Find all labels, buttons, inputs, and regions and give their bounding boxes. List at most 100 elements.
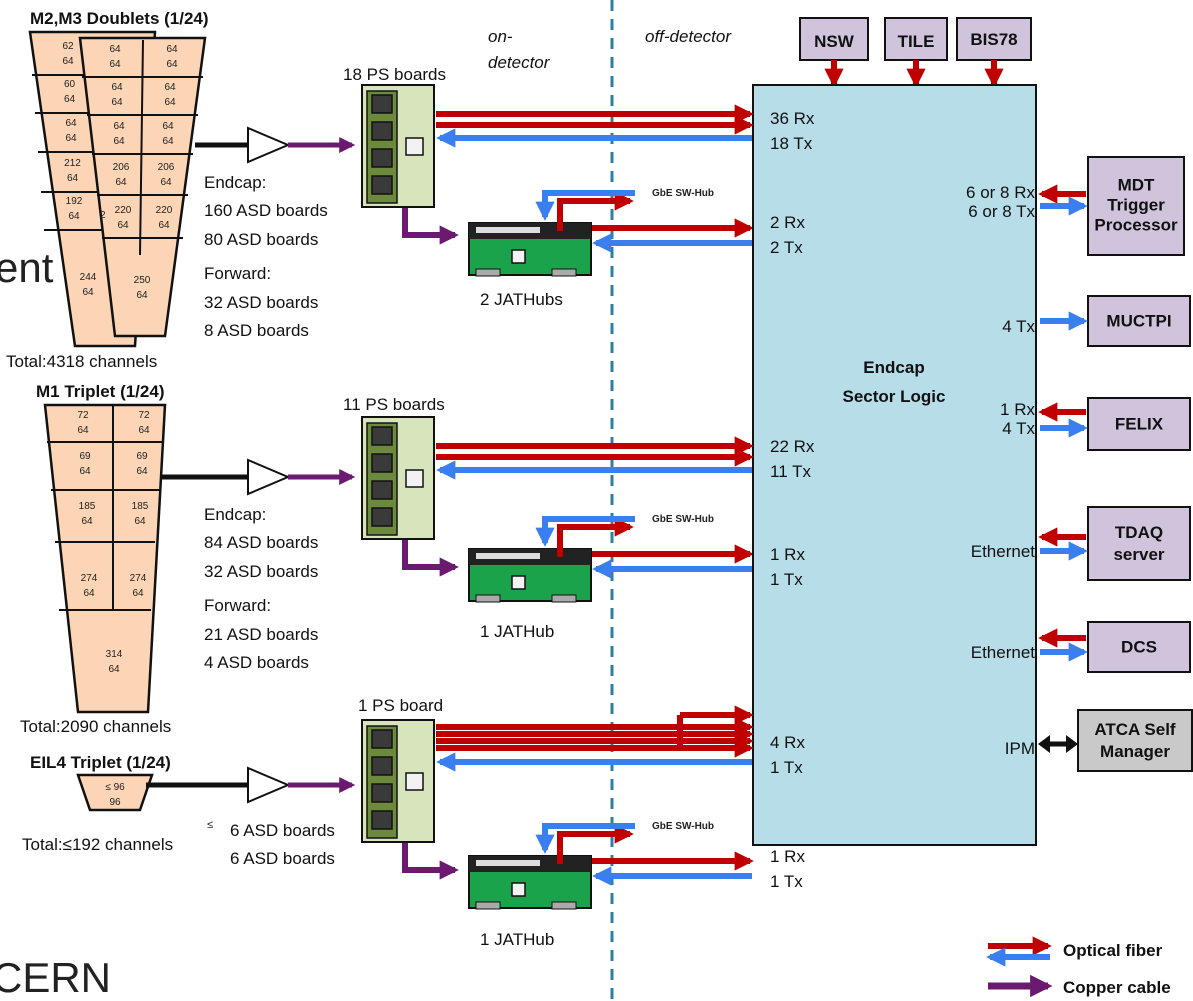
m1-cell-top: 185: [132, 501, 149, 512]
sl-port-right: 6 or 8 Tx: [968, 202, 1035, 221]
asd-line: 4 ASD boards: [204, 653, 309, 672]
external-box: [1077, 709, 1193, 772]
eil4-cell-bottom: 96: [109, 797, 121, 808]
m23-front-cell-bottom: 64: [162, 136, 174, 147]
m1-cell-top: 72: [138, 410, 150, 421]
top-input-box: [884, 17, 948, 61]
jathub-foot: [551, 901, 577, 910]
m1-bottom-cell-bottom: 64: [108, 664, 120, 675]
asd-line: 21 ASD boards: [204, 625, 318, 644]
m23-back-cell-top: 60: [64, 79, 76, 90]
top-input-box: [799, 17, 869, 61]
chamber-m1: 7264726469646964185641856427464274643146…: [43, 403, 167, 714]
sl-port-tx: 1 Tx: [770, 872, 803, 891]
m1-cell-bottom: 64: [132, 588, 144, 599]
asd-line: Forward:: [204, 264, 271, 283]
external-box: [1087, 621, 1191, 673]
external-label: server: [1113, 545, 1164, 564]
ps-board-group: 1 PS board: [358, 696, 459, 880]
external-system: DCS: [1087, 621, 1191, 673]
sl-port-tx: 2 Tx: [770, 238, 803, 257]
asd-list-eil4: ≤ 6 ASD boards 6 ASD boards: [207, 819, 335, 868]
chamber-m23-front: 6464646464646464646464642066420664220642…: [78, 36, 207, 338]
m1-cell-bottom: 64: [134, 516, 146, 527]
ps-board-chip: [371, 507, 393, 527]
asd-le-symbol: ≤: [207, 819, 213, 831]
m23-front-cell-top: 220: [156, 205, 173, 216]
region-label-off: off-detector: [645, 27, 732, 46]
m23-back-cell-top: 192: [66, 196, 83, 207]
ps-board-chip: [371, 94, 393, 114]
amplifier-group-1: [195, 126, 356, 164]
external-label: DCS: [1121, 638, 1157, 657]
external-label: MUCTPI: [1106, 312, 1171, 331]
ipm-arrowhead-right: [1066, 735, 1078, 753]
m23-front-cell-top: 64: [111, 82, 123, 93]
jathub-chip: [511, 575, 526, 590]
sl-port-right: 1 Rx: [1000, 400, 1035, 419]
background-text-cern: CERN: [0, 954, 111, 1001]
m1-cell-bottom: 64: [79, 466, 91, 477]
sl-port-rx: 36 Rx: [770, 109, 815, 128]
gbe-hub-red-arrow: [557, 517, 634, 557]
sl-port-right: 6 or 8 Rx: [966, 183, 1035, 202]
legend: Optical fiber Copper cable: [986, 936, 1171, 998]
asd-line: 160 ASD boards: [204, 201, 328, 220]
sl-port-rx: 1 Rx: [770, 545, 805, 564]
sl-port-tx: 18 Tx: [770, 134, 813, 153]
jathub-label: 1 JATHub: [480, 930, 554, 949]
legend-copper-label: Copper cable: [1063, 978, 1171, 997]
external-box: [1087, 156, 1185, 256]
m1-cell-bottom: 64: [77, 425, 89, 436]
background-text-ent: ent: [0, 244, 54, 291]
jathub-label: 1 JATHub: [480, 622, 554, 641]
m23-front-bottom-cell-top: 250: [134, 275, 151, 286]
external-connections: [1038, 184, 1088, 753]
m23-back-cell-top: 244: [80, 272, 97, 283]
m23-front-cell-bottom: 64: [113, 136, 125, 147]
ipm-arrowhead-left: [1038, 735, 1050, 753]
external-label: MDT: [1118, 176, 1155, 195]
m23-front-cell-top: 206: [158, 162, 175, 173]
jathub-pins: [476, 227, 540, 233]
asd-line: 32 ASD boards: [204, 562, 318, 581]
sl-port-rx: 22 Rx: [770, 437, 815, 456]
sector-logic-box: [752, 84, 1037, 846]
chamber-eil4: ≤ 96 96: [76, 773, 154, 812]
sl-port-right: 4 Tx: [1002, 419, 1035, 438]
sl-port-right: 4 Tx: [1002, 317, 1035, 336]
amplifier-icon: [247, 126, 291, 164]
ps-board-label: 18 PS boards: [343, 65, 446, 84]
jathub-foot: [551, 268, 577, 277]
m23-front-cell-bottom: 64: [158, 220, 170, 231]
copper-cable-arrow: [402, 843, 459, 880]
external-box: [1087, 397, 1191, 451]
top-input-label: TILE: [898, 32, 935, 51]
m1-cell-top: 72: [77, 410, 89, 421]
ps-board-chip: [371, 783, 393, 803]
ps-board-chip: [371, 810, 393, 830]
external-label: FELIX: [1115, 415, 1164, 434]
sl-port-right: Ethernet: [971, 542, 1036, 561]
jathub-group: 1 JATHub GbE SW-Hub: [468, 821, 754, 949]
m23-back-cell-bottom: 64: [62, 56, 74, 67]
asd-line: Endcap:: [204, 505, 266, 524]
detector-title-m23: M2,M3 Doublets (1/24): [30, 9, 209, 28]
ps-board-chip: [371, 426, 393, 446]
ps-board-label: 1 PS board: [358, 696, 443, 715]
ps-board-group: 18 PS boards: [343, 65, 459, 245]
jathub-chip: [511, 882, 526, 897]
amplifier-icon: [247, 766, 291, 804]
ps-board-chip: [371, 121, 393, 141]
m1-bottom-cell-top: 314: [106, 649, 123, 660]
m23-front-cell-top: 64: [164, 82, 176, 93]
external-system: FELIX: [1087, 397, 1191, 451]
gbe-hub-label: GbE SW-Hub: [652, 821, 714, 832]
ps-board-label: 11 PS boards: [343, 395, 445, 414]
